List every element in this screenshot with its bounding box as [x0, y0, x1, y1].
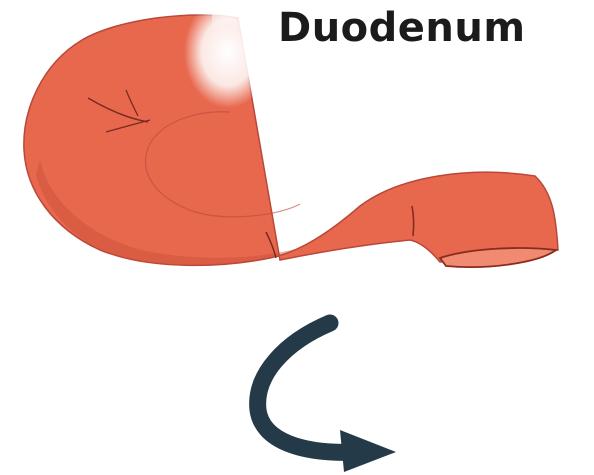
curved-arrow-icon [258, 323, 396, 472]
duodenum-body [24, 15, 558, 265]
organ-label: Duodenum [278, 4, 526, 52]
arrow-head [340, 430, 396, 472]
